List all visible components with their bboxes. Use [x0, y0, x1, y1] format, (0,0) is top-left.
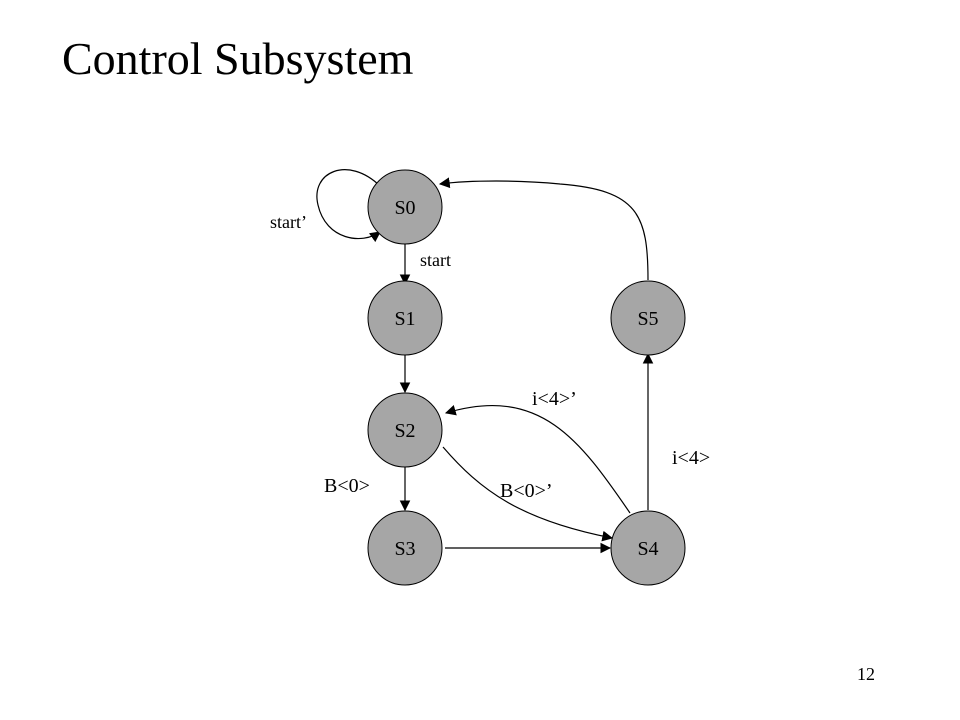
state-label: S5	[637, 308, 658, 330]
page-number: 12	[857, 664, 875, 684]
state-s1: S1	[367, 280, 443, 356]
state-s5: S5	[610, 280, 686, 356]
edge-s0-self-loop	[316, 169, 381, 243]
state-label: S2	[394, 420, 415, 442]
slide-title: Control Subsystem	[62, 33, 414, 84]
state-label: S1	[394, 308, 415, 330]
state-s2: S2	[367, 392, 443, 468]
edge-label-start: start	[420, 250, 451, 270]
state-s0: S0	[367, 169, 443, 245]
state-label: S0	[394, 197, 415, 219]
state-label: S3	[394, 538, 415, 560]
state-label: S4	[637, 538, 658, 560]
edge-label-i4: i<4>	[672, 447, 710, 469]
edge-label-i4-not: i<4>’	[532, 388, 577, 410]
state-s4: S4	[610, 510, 686, 586]
edge-label-b0: B<0>	[324, 475, 370, 497]
edge-s4-to-s2	[444, 404, 631, 514]
edge-s5-to-s0	[438, 177, 649, 281]
edge-label-start-not: start’	[270, 212, 307, 232]
edge-label-b0-not: B<0>’	[500, 480, 553, 502]
state-s3: S3	[367, 510, 443, 586]
edge-s2-to-s4	[442, 446, 614, 542]
